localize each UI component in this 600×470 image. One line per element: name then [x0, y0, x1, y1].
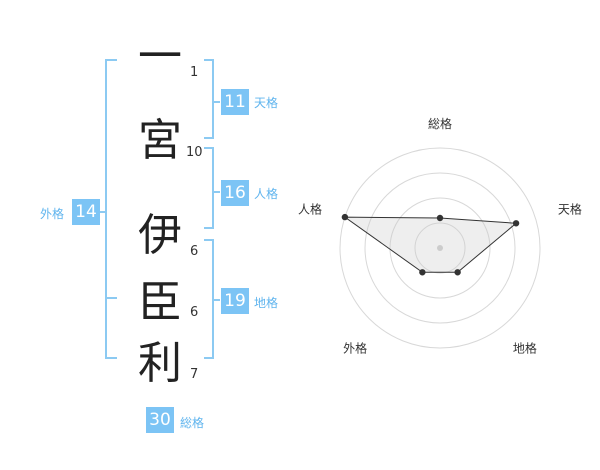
radar-point — [419, 269, 426, 276]
gai-kaku-label: 外格 — [40, 207, 65, 221]
radar-axis-label: 地格 — [513, 340, 537, 355]
jin-kaku-value: 16 — [221, 180, 249, 206]
so-kaku-label: 総格 — [180, 416, 205, 430]
radar-axis-label: 総格 — [428, 116, 452, 131]
name-char-4: 臣 — [138, 277, 182, 328]
ten-kaku-value: 11 — [221, 89, 249, 115]
bracket-chi — [204, 239, 214, 359]
so-kaku-value: 30 — [146, 407, 174, 433]
chi-kaku-value: 19 — [221, 288, 249, 314]
radar-point — [436, 214, 444, 222]
stroke-count-2: 10 — [186, 145, 203, 160]
name-char-2: 宮 — [138, 115, 182, 166]
name-char-5: 利 — [138, 338, 182, 389]
name-char-3: 伊 — [138, 210, 182, 261]
radar-point — [512, 220, 520, 227]
ten-kaku-label: 天格 — [254, 96, 279, 110]
name-char-1: 一 — [138, 31, 182, 82]
bracket-ten — [204, 59, 214, 139]
radar-axis-label: 天格 — [558, 202, 582, 217]
radar-axis-label: 外格 — [343, 340, 367, 355]
chi-kaku-label: 地格 — [254, 296, 279, 310]
radar-series-area — [343, 216, 518, 273]
jin-kaku-label: 人格 — [254, 187, 279, 201]
radar-ring — [414, 222, 466, 274]
radar-point — [454, 269, 461, 276]
stroke-count-5: 7 — [190, 367, 199, 382]
radar-ring — [364, 172, 516, 324]
radar-point — [341, 213, 349, 221]
stroke-count-4: 6 — [190, 305, 199, 320]
radar-ring — [389, 197, 491, 299]
stroke-count-3: 6 — [190, 244, 199, 259]
stroke-count-1: 1 — [190, 65, 199, 80]
bracket-gai — [105, 59, 117, 359]
brackets — [100, 59, 220, 359]
radar-center — [437, 245, 443, 251]
radar-ring — [339, 147, 541, 349]
gai-kaku-value: 14 — [72, 199, 100, 225]
bracket-jin — [204, 147, 214, 229]
radar-axis-label: 人格 — [298, 202, 322, 217]
